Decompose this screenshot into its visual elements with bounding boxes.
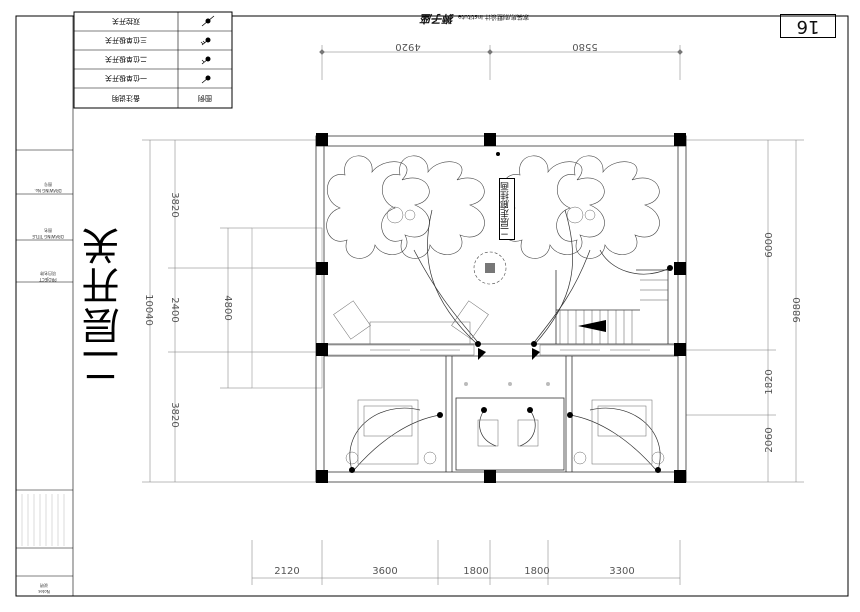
legend-note-triple: 三位单极开关 xyxy=(105,36,147,45)
dim-top-2: 5580 xyxy=(572,41,597,52)
dual-control-switch-icon xyxy=(201,15,215,27)
furniture xyxy=(333,206,665,465)
drawing-no-label: 图号 xyxy=(44,182,52,188)
project-name-en: PROJECT xyxy=(39,277,57,282)
dim-bottom-5: 3300 xyxy=(609,566,634,577)
dim-left-outer: 10040 xyxy=(143,294,154,326)
balcony-outline xyxy=(251,227,323,389)
dim-left-seg-1: 3820 xyxy=(169,192,180,217)
dim-right-seg-3: 2060 xyxy=(764,427,775,452)
dim-right-seg-2: 1820 xyxy=(764,369,775,394)
legend-table: 图例 备注说明 一位单极开关 二位单极开关 三位单极开关 双控开关 xyxy=(73,11,233,109)
stair-direction-arrow xyxy=(578,320,606,332)
legend-header-note: 备注说明 xyxy=(112,94,140,103)
dim-bottom-2: 3600 xyxy=(372,566,397,577)
brand-block: 家装房/别墅设计 Institute 狮子座 xyxy=(405,10,545,26)
door-marker-icon xyxy=(532,348,540,360)
sheet-number: 16 xyxy=(780,14,836,38)
drawing-title: 二层开关 xyxy=(82,225,126,385)
signature-grid xyxy=(21,494,65,546)
dim-top-1: 4920 xyxy=(395,41,420,52)
single-switch-icon xyxy=(201,75,211,84)
door-marker-icon-left xyxy=(478,348,486,360)
notes-label: 说明 xyxy=(40,583,48,589)
dim-right-outer: 9880 xyxy=(792,297,803,322)
dim-left-inner: 4800 xyxy=(222,295,233,320)
structural-columns xyxy=(316,133,686,483)
drawing-title-en: DRAWING TITLE xyxy=(32,234,64,239)
triple-switch-icon xyxy=(200,37,211,46)
legend-header-symbol: 图例 xyxy=(198,94,212,103)
feature-lights xyxy=(326,155,660,285)
legend-note-dual-control: 双控开关 xyxy=(112,17,140,26)
notes-en: Notes xyxy=(38,589,50,594)
double-switch-icon xyxy=(201,56,211,65)
dim-left-seg-2: 2400 xyxy=(169,297,180,322)
railing xyxy=(325,344,677,356)
dim-right-seg-1: 6000 xyxy=(764,232,775,257)
brand-subtitle: 家装房/别墅设计 Institute xyxy=(457,13,529,20)
wiring xyxy=(349,209,671,471)
dim-bottom-4: 1800 xyxy=(524,566,549,577)
downlights xyxy=(464,382,550,386)
staircase xyxy=(559,279,668,344)
legend-note-single: 一位单极开关 xyxy=(105,74,147,83)
project-name-label: 项目名称 xyxy=(40,271,56,277)
dimension-lines xyxy=(142,45,804,585)
switches xyxy=(349,152,673,473)
brand-logo: 狮子座 xyxy=(421,12,455,25)
dim-bottom-1: 2120 xyxy=(274,566,299,577)
drawing-title-label: 图名 xyxy=(44,228,52,234)
sheet-border xyxy=(15,15,849,597)
dim-bottom-3: 1800 xyxy=(463,566,488,577)
room-label: 二层走廊挂画 xyxy=(499,178,515,240)
dim-left-seg-3: 3820 xyxy=(169,402,180,427)
drawing-no-en: DRAWING No. xyxy=(34,188,61,193)
legend-note-double: 二位单极开关 xyxy=(105,55,147,64)
ceiling-fixture xyxy=(485,263,495,273)
